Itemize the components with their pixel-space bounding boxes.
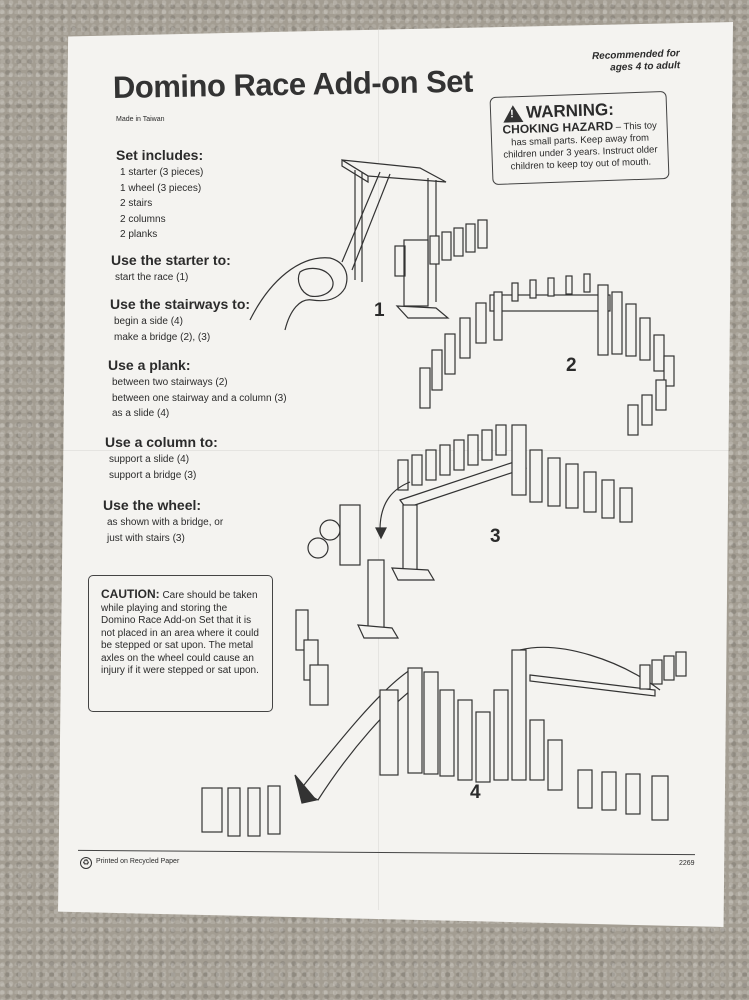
- caution-body: Care should be taken while playing and s…: [101, 590, 259, 676]
- caution-label: CAUTION:: [101, 587, 160, 601]
- made-in-label: Made in Taiwan: [116, 116, 165, 123]
- section-column: Use a column to: support a slide (4) sup…: [105, 434, 218, 483]
- list-item: just with stairs (3): [107, 532, 185, 544]
- recycle-icon: ♻: [80, 857, 92, 869]
- caution-box: CAUTION: Care should be taken while play…: [88, 575, 273, 712]
- list-item: as shown with a bridge, or: [107, 517, 224, 528]
- bridge-illustration-step2: [419, 273, 675, 436]
- list-item: 1 wheel (3 pieces): [120, 182, 202, 194]
- printed-on-label: Printed on Recycled Paper: [96, 858, 180, 865]
- section-starter: Use the starter to: start the race (1): [111, 252, 231, 286]
- section-stairways: Use the stairways to: begin a side (4) m…: [110, 296, 250, 345]
- bridge-illustration-step3: [295, 424, 633, 706]
- list-item: between one stairway and a column (3): [112, 392, 287, 404]
- section-heading: Use the stairways to:: [110, 296, 251, 312]
- fold-line-horizontal: [60, 450, 730, 451]
- list-item: 2 stairs: [120, 198, 153, 209]
- list-item: 1 starter (3 pieces): [120, 167, 204, 178]
- step-number-4: 4: [470, 782, 481, 803]
- domino-row-step1: [429, 219, 488, 265]
- list-item: begin a side (4): [114, 316, 183, 327]
- product-code: 2269: [679, 860, 695, 867]
- section-plank: Use a plank: between two stairways (2) b…: [108, 357, 287, 422]
- section-heading: Use a plank:: [108, 357, 191, 373]
- list-item: between two stairways (2): [112, 377, 228, 388]
- list-item: support a slide (4): [109, 454, 190, 465]
- list-item: 2 planks: [120, 229, 158, 240]
- list-item: make a bridge (2), (3): [114, 331, 211, 343]
- list-item: start the race (1): [115, 272, 189, 283]
- section-heading: Use the wheel:: [103, 497, 202, 513]
- starter-illustration: [249, 158, 450, 331]
- list-item: 2 columns: [120, 213, 166, 225]
- section-heading: Set includes:: [116, 147, 204, 163]
- slide-illustration-step4: [201, 646, 687, 837]
- section-wheel: Use the wheel: as shown with a bridge, o…: [103, 497, 223, 546]
- section-heading: Use a column to:: [105, 434, 218, 450]
- list-item: as a slide (4): [112, 408, 170, 419]
- step-number-1: 1: [374, 300, 385, 321]
- section-set-includes: Set includes: 1 starter (3 pieces) 1 whe…: [116, 147, 203, 243]
- section-heading: Use the starter to:: [111, 252, 231, 268]
- fold-line-vertical: [378, 30, 379, 910]
- list-item: support a bridge (3): [109, 469, 197, 481]
- step-number-2: 2: [566, 355, 577, 376]
- step-number-3: 3: [490, 526, 501, 547]
